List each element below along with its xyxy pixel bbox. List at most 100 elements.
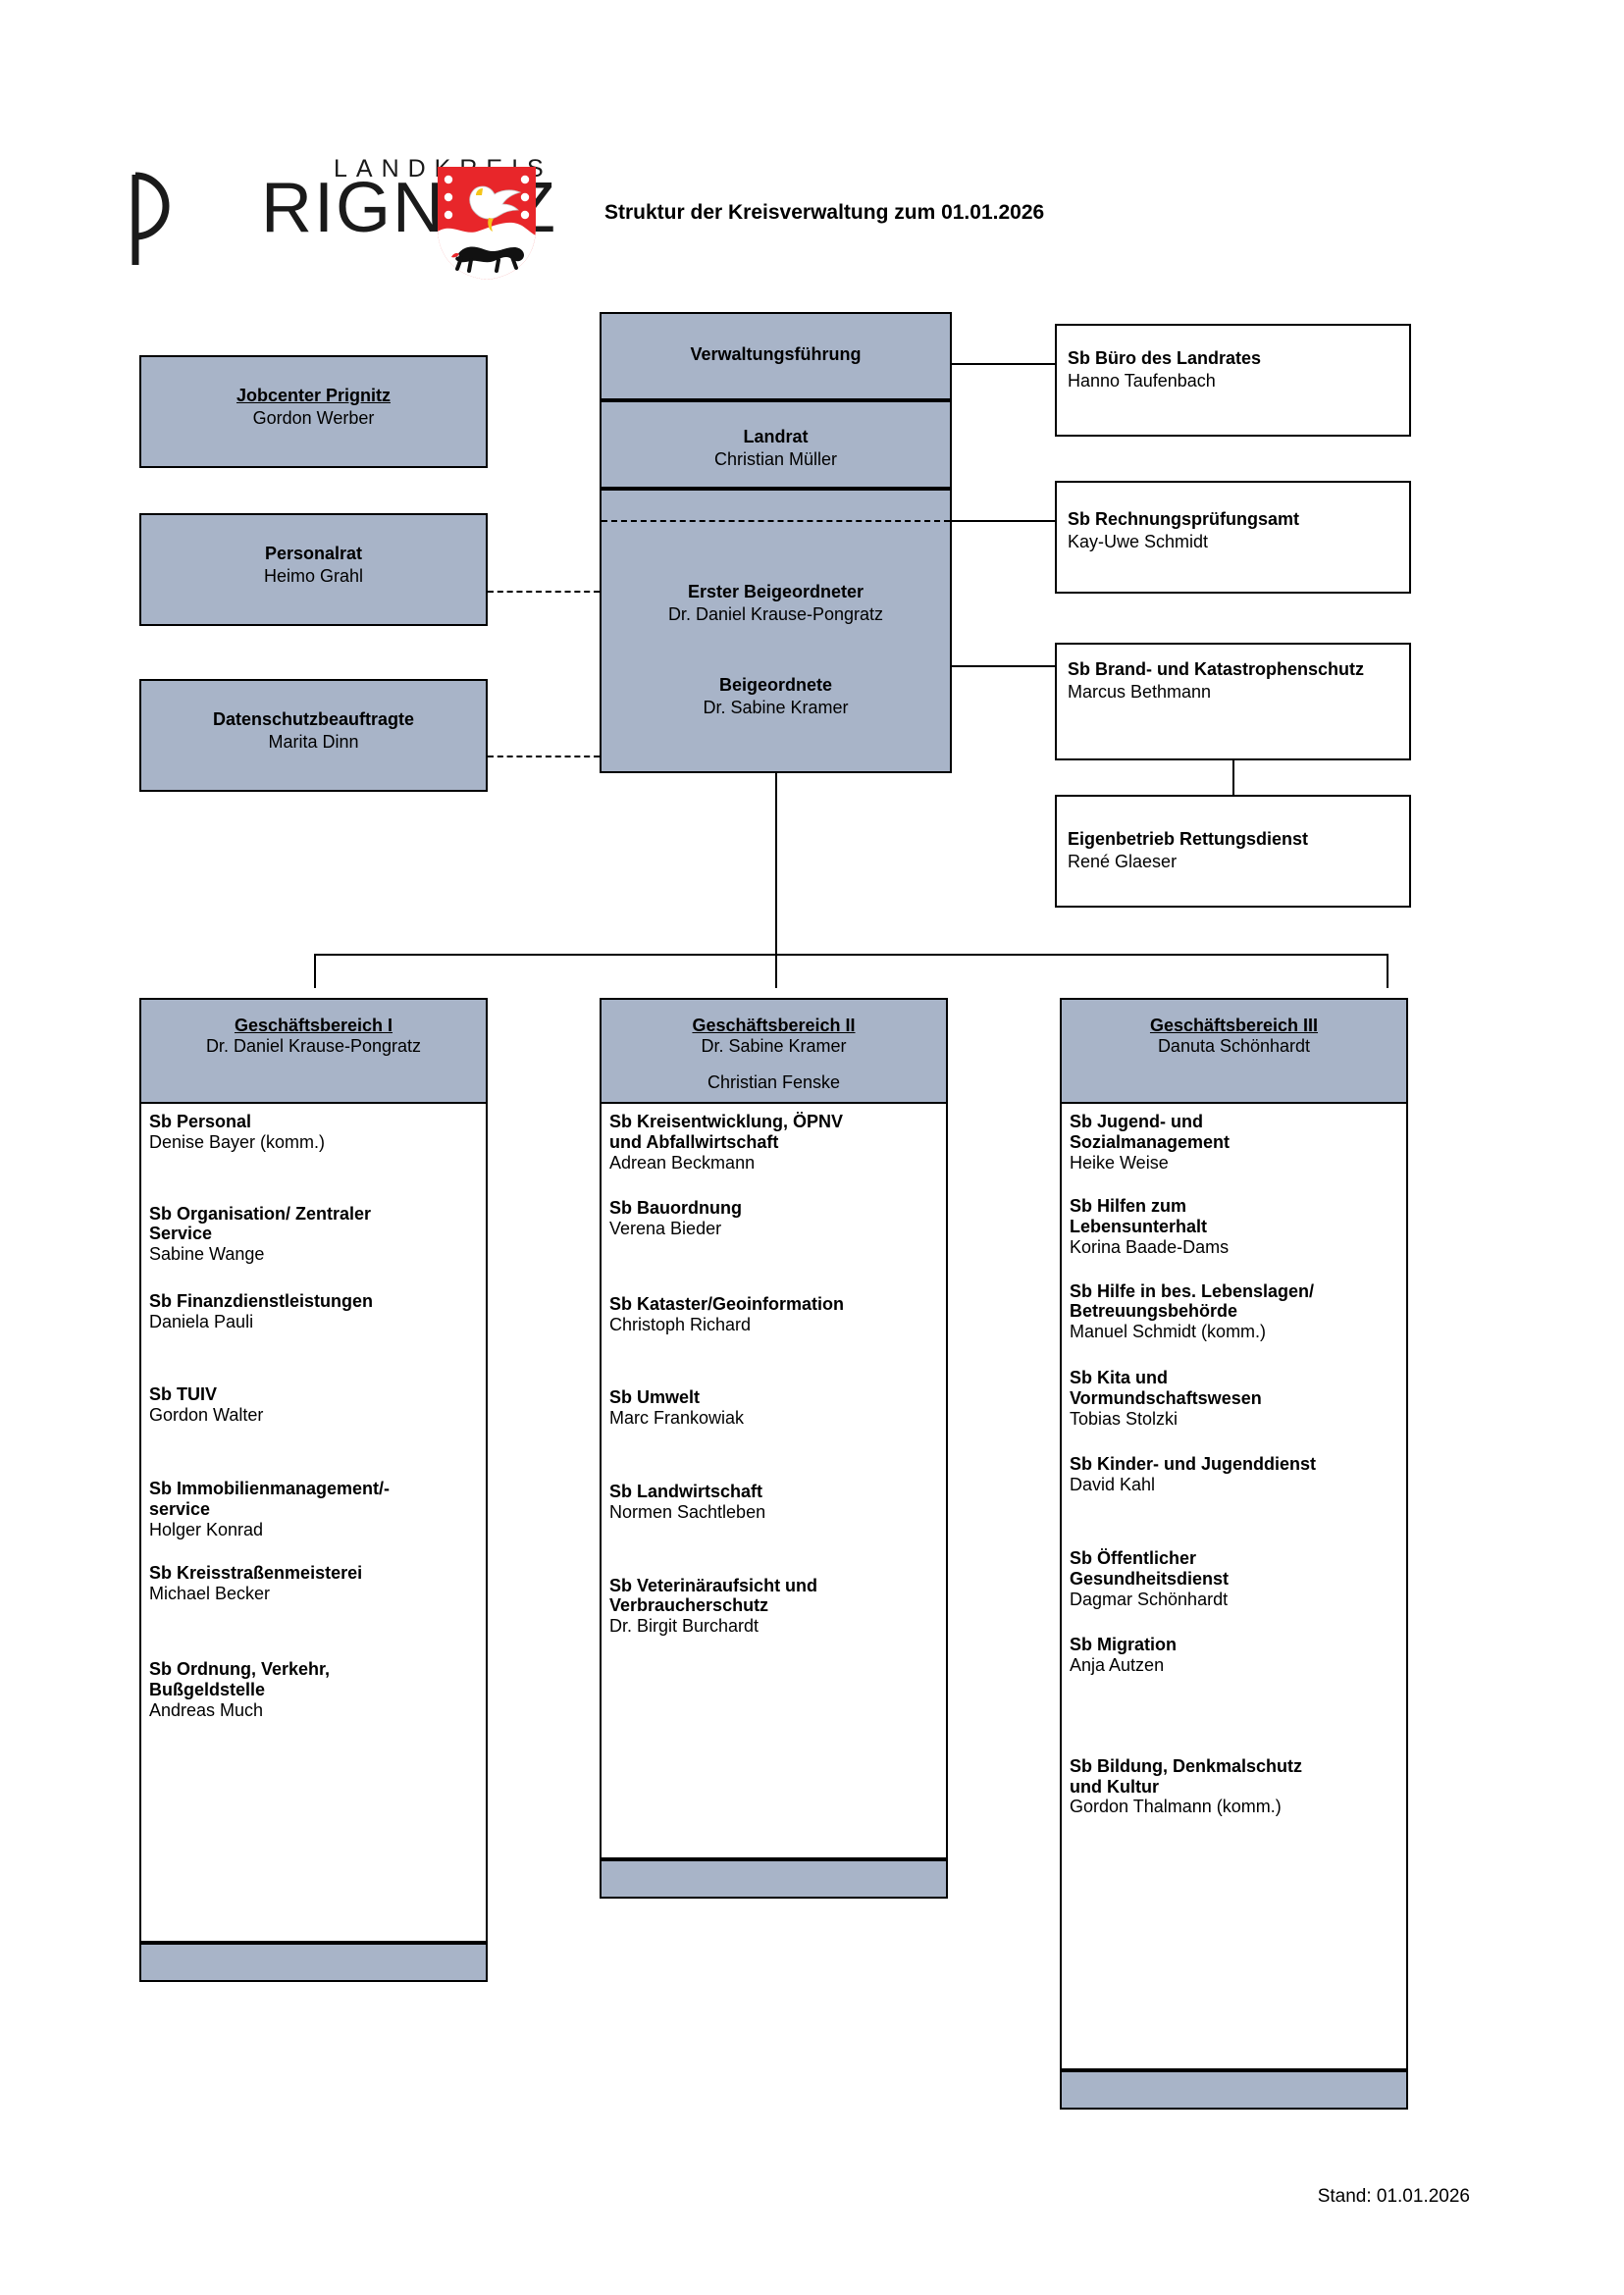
rettungsdienst-name: René Glaeser (1068, 852, 1178, 872)
unit-title: Sb Landwirtschaft (609, 1482, 763, 1502)
erster-beigeordneter-title: Erster Beigeordneter (687, 582, 864, 601)
unit-sb-kreisstrassenmeisterei: Sb Kreisstraßenmeisterei Michael Becker (149, 1563, 478, 1604)
gb2-name-2: Christian Fenske (707, 1072, 841, 1092)
connector-to-rechnungspruefungsamt (952, 520, 1055, 522)
personalrat-name: Heimo Grahl (263, 566, 364, 587)
unit-title: Sb Kreisstraßenmeisterei (149, 1563, 363, 1584)
connector-to-buero-landrates (952, 363, 1055, 365)
unit-name: Denise Bayer (komm.) (149, 1131, 326, 1152)
unit-sb-tuiv: Sb TUIV Gordon Walter (149, 1384, 478, 1426)
unit-title: Sb Bauordnung (609, 1198, 742, 1219)
unit-title: Sb Ordnung, Verkehr, Bußgeldstelle (149, 1658, 331, 1699)
gb3-name: Danuta Schönhardt (1157, 1036, 1311, 1056)
unit-sb-finanzdienstleistungen: Sb Finanzdienstleistungen Daniela Pauli (149, 1291, 478, 1332)
unit-title: Sb Kreisentwicklung, ÖPNV und Abfallwirt… (609, 1112, 844, 1152)
unit-name: Dr. Birgit Burchardt (609, 1616, 760, 1637)
jobcenter-name: Gordon Werber (252, 408, 375, 429)
rechnungspruefungsamt-name: Kay-Uwe Schmidt (1068, 532, 1209, 552)
right-box-rechnungspruefungsamt: Sb Rechnungsprüfungsamt Kay-Uwe Schmidt (1055, 481, 1411, 594)
unit-sb-oeffentlicher-gesundheitsdienst: Sb Öffentlicher Gesundheitsdienst Dagmar… (1070, 1548, 1398, 1609)
unit-name: Normen Sachtleben (609, 1501, 766, 1522)
connector-columns-bus (314, 954, 1388, 956)
unit-name: Tobias Stolzki (1070, 1408, 1179, 1429)
gb1-name: Dr. Daniel Krause-Pongratz (205, 1036, 422, 1056)
unit-sb-landwirtschaft: Sb Landwirtschaft Normen Sachtleben (609, 1482, 938, 1523)
beigeordnete-name: Dr. Sabine Kramer (703, 698, 849, 718)
unit-sb-veterinaeraufsicht-verbraucherschutz: Sb Veterinäraufsicht und Verbraucherschu… (609, 1576, 938, 1637)
personalrat-title: Personalrat (264, 544, 363, 563)
unit-sb-hilfe-bes-lebenslagen-betreuungsbehoerde: Sb Hilfe in bes. Lebenslagen/ Betreuungs… (1070, 1281, 1398, 1342)
erster-beigeordneter-name: Dr. Daniel Krause-Pongratz (667, 604, 884, 625)
unit-name: Dagmar Schönhardt (1070, 1589, 1229, 1609)
unit-title: Sb Veterinäraufsicht und Verbraucherschu… (609, 1575, 818, 1616)
unit-name: Heike Weise (1070, 1152, 1169, 1173)
buero-landrates-name: Hanno Taufenbach (1068, 371, 1216, 391)
landrat-title: Landrat (743, 427, 809, 446)
unit-sb-umwelt: Sb Umwelt Marc Frankowiak (609, 1387, 938, 1429)
left-box-datenschutz: Datenschutzbeauftragte Marita Dinn (139, 679, 488, 792)
landrat-name: Christian Müller (713, 449, 838, 470)
column-footer-geschaeftsbereich-i (139, 1943, 488, 1982)
unit-title: Sb Hilfe in bes. Lebenslagen/ Betreuungs… (1070, 1280, 1315, 1322)
prignitz-coat-of-arms-icon (438, 167, 536, 280)
landkreis-prignitz-logo: LANDKREIS RIGNITZ (126, 145, 587, 280)
right-box-brandschutz: Sb Brand- und Katastrophenschutz Marcus … (1055, 643, 1411, 760)
unit-name: Gordon Walter (149, 1405, 264, 1426)
unit-sb-hilfen-zum-lebensunterhalt: Sb Hilfen zum Lebensunterhalt Korina Baa… (1070, 1196, 1398, 1257)
column-body-geschaeftsbereich-i: Sb Personal Denise Bayer (komm.) Sb Orga… (139, 1104, 488, 1943)
unit-sb-ordnung-verkehr-bussgeldstelle: Sb Ordnung, Verkehr, Bußgeldstelle Andre… (149, 1659, 478, 1720)
stand-date: Stand: 01.01.2026 (1317, 2186, 1470, 2207)
column-footer-geschaeftsbereich-ii (600, 1859, 948, 1899)
center-box-beigeordnete: Erster Beigeordneter Dr. Daniel Krause-P… (600, 489, 952, 773)
column-header-geschaeftsbereich-i: Geschäftsbereich I Dr. Daniel Krause-Pon… (139, 998, 488, 1104)
unit-sb-immobilienmanagement: Sb Immobilienmanagement/- service Holger… (149, 1479, 478, 1539)
right-box-buero-landrates: Sb Büro des Landrates Hanno Taufenbach (1055, 324, 1411, 437)
unit-title: Sb Immobilienmanagement/- service (149, 1479, 391, 1519)
unit-title: Sb Kinder- und Jugenddienst (1070, 1454, 1316, 1475)
unit-sb-jugend-sozialmanagement: Sb Jugend- und Sozialmanagement Heike We… (1070, 1112, 1398, 1173)
gb1-title: Geschäftsbereich I (234, 1016, 393, 1035)
unit-sb-kita-vormundschaftswesen: Sb Kita und Vormundschaftswesen Tobias S… (1070, 1368, 1398, 1429)
unit-name: Korina Baade-Dams (1070, 1236, 1230, 1257)
unit-name: Gordon Thalmann (komm.) (1070, 1797, 1282, 1817)
unit-sb-bauordnung: Sb Bauordnung Verena Bieder (609, 1198, 938, 1239)
datenschutz-name: Marita Dinn (268, 732, 359, 753)
unit-title: Sb Kataster/Geoinformation (609, 1293, 845, 1314)
page-title: Struktur der Kreisverwaltung zum 01.01.2… (604, 201, 1045, 224)
unit-sb-bildung-denkmalschutz-kultur: Sb Bildung, Denkmalschutz und Kultur Gor… (1070, 1756, 1398, 1817)
unit-name: Holger Konrad (149, 1519, 264, 1539)
jobcenter-title: Jobcenter Prignitz (236, 386, 392, 405)
rettungsdienst-title: Eigenbetrieb Rettungsdienst (1068, 829, 1309, 849)
unit-sb-migration: Sb Migration Anja Autzen (1070, 1635, 1398, 1676)
beigeordnete-title: Beigeordnete (718, 674, 833, 695)
left-box-personalrat: Personalrat Heimo Grahl (139, 513, 488, 626)
buero-landrates-title: Sb Büro des Landrates (1068, 348, 1262, 368)
connector-drop-col1 (314, 954, 316, 988)
unit-title: Sb Hilfen zum Lebensunterhalt (1070, 1196, 1208, 1237)
column-body-geschaeftsbereich-ii: Sb Kreisentwicklung, ÖPNV und Abfallwirt… (600, 1104, 948, 1859)
unit-name: Sabine Wange (149, 1244, 265, 1265)
column-header-geschaeftsbereich-iii: Geschäftsbereich III Danuta Schönhardt (1060, 998, 1408, 1104)
connector-brandschutz-to-rettungsdienst (1232, 760, 1234, 796)
unit-sb-kreisentwicklung-oepnv-abfallwirtschaft: Sb Kreisentwicklung, ÖPNV und Abfallwirt… (609, 1112, 938, 1173)
unit-title: Sb TUIV (149, 1384, 218, 1405)
unit-title: Sb Kita und Vormundschaftswesen (1070, 1368, 1262, 1408)
connector-to-brandschutz (952, 665, 1055, 667)
connector-personalrat-dashed (488, 591, 600, 593)
unit-title: Sb Öffentlicher Gesundheitsdienst (1070, 1547, 1230, 1589)
gb2-title: Geschäftsbereich II (692, 1016, 856, 1035)
connector-datenschutz-dashed (488, 756, 600, 757)
unit-name: Adrean Beckmann (609, 1152, 756, 1173)
center-box-verwaltungsfuehrung: Verwaltungsführung (600, 312, 952, 400)
unit-name: Andreas Much (149, 1699, 264, 1720)
unit-sb-personal: Sb Personal Denise Bayer (komm.) (149, 1112, 478, 1153)
rechnungspruefungsamt-title: Sb Rechnungsprüfungsamt (1068, 509, 1300, 529)
unit-name: Marc Frankowiak (609, 1408, 745, 1429)
column-body-geschaeftsbereich-iii: Sb Jugend- und Sozialmanagement Heike We… (1060, 1104, 1408, 2070)
unit-title: Sb Organisation/ Zentraler Service (149, 1203, 372, 1244)
connector-drop-col3 (1387, 954, 1388, 988)
gb2-name-1: Dr. Sabine Kramer (701, 1036, 847, 1056)
unit-name: Verena Bieder (609, 1219, 722, 1239)
connector-center-trunk (775, 773, 777, 988)
